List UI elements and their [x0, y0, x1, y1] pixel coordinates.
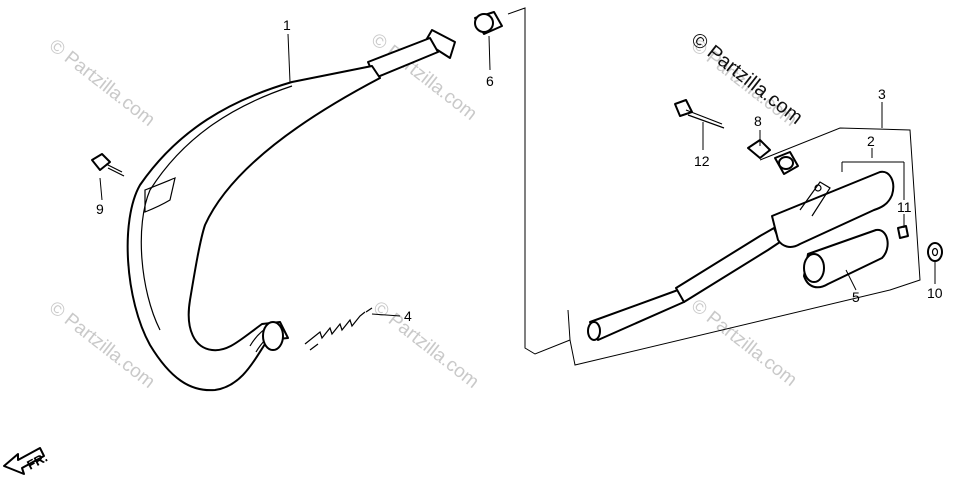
- label-part-3: 3: [878, 86, 886, 102]
- collar-6: [474, 11, 503, 35]
- washer-10: [927, 242, 943, 262]
- silencer-packing-5: [803, 228, 889, 289]
- label-part-12: 12: [694, 153, 710, 169]
- grommet-8: [747, 139, 771, 159]
- label-part-10: 10: [927, 285, 943, 301]
- spring-4: [304, 307, 373, 351]
- watermark-4: © Partzilla.com: [369, 297, 483, 392]
- part-labels: 1 2 3 4 5 6 8 9 10 11 12: [96, 17, 943, 324]
- label-part-5: 5: [852, 289, 860, 305]
- bolt-12: [674, 99, 725, 129]
- watermark-1: © Partzilla.com: [45, 35, 159, 130]
- forward-label: FR.: [24, 450, 50, 473]
- label-part-6: 6: [486, 73, 494, 89]
- assembly-bracket: [507, 7, 921, 366]
- bolt-9: [91, 153, 125, 177]
- label-part-4: 4: [404, 308, 412, 324]
- silencer-assembly: [587, 170, 895, 341]
- expansion-chamber: [126, 29, 456, 392]
- label-part-9: 9: [96, 201, 104, 217]
- label-part-2: 2: [867, 133, 875, 149]
- forward-arrow: FR.: [3, 447, 50, 475]
- watermark-5: © Partzilla.com: [687, 295, 801, 390]
- bushing: [774, 151, 799, 175]
- label-part-8: 8: [754, 113, 762, 129]
- leader-lines: [99, 33, 936, 317]
- screw-11: [897, 225, 909, 239]
- label-part-11: 11: [897, 199, 912, 215]
- label-part-1: 1: [283, 17, 291, 33]
- watermark-main: © Partzilla.com: [687, 29, 807, 129]
